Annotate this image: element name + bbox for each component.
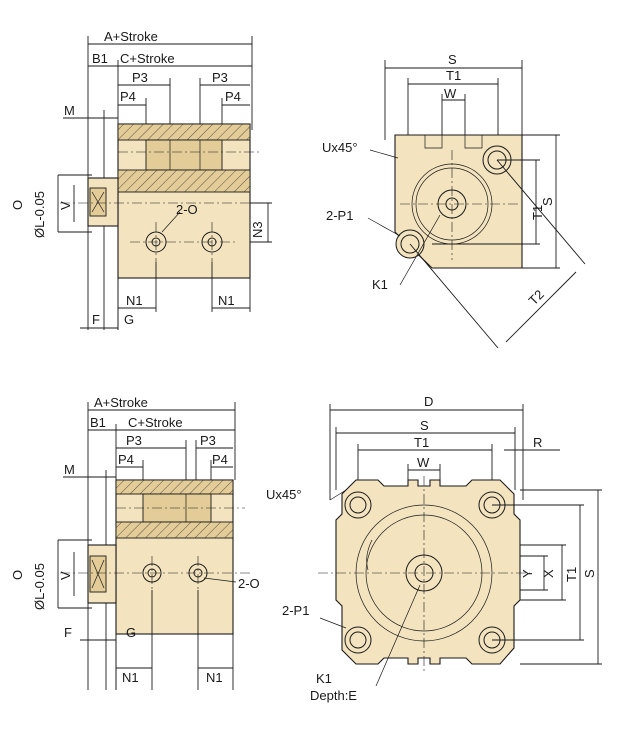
label-b1-bottom: B1 [90,415,106,430]
label-t1-vert-bottom: T1 [564,567,579,582]
label-x: X [541,569,556,578]
label-w-top: W [444,86,457,101]
label-n1-right-bottom: N1 [206,670,223,685]
label-c-stroke-bottom: C+Stroke [128,415,183,430]
label-g-top: G [124,312,134,327]
label-r: R [533,435,542,450]
label-s-bottom: S [420,418,429,433]
label-n1-left-bottom: N1 [122,670,139,685]
label-l-tol-top: ØL-0.05 [32,191,47,238]
label-s-vert-top: S [540,197,555,206]
label-depth-e: Depth:E [310,688,357,703]
label-p4-left-top: P4 [120,89,136,104]
label-t1-vert-top: T1 [530,205,545,220]
top-side-view [57,36,272,330]
label-c-stroke-top: C+Stroke [120,51,175,66]
label-2p1-bottom: 2-P1 [282,603,309,618]
label-l-tol-bottom: ØL-0.05 [32,563,47,610]
label-s-vert-bottom: S [582,569,597,578]
label-o-top: O [10,200,25,210]
label-d: D [424,394,433,409]
section-band [117,169,251,193]
label-ux45-top: Ux45° [322,140,358,155]
label-g-bottom: G [126,625,136,640]
label-w-bottom: W [417,455,430,470]
label-t1-bottom: T1 [414,435,429,450]
label-2o-top: 2-O [176,202,198,217]
bottom-end-view [318,404,602,687]
label-n1-right-top: N1 [218,293,235,308]
port-channel [145,139,223,171]
label-p4-right-top: P4 [225,89,241,104]
label-y: Y [520,569,535,578]
label-p4-right-bottom: P4 [212,452,228,467]
label-o-bottom: O [10,570,25,580]
top-end-view [367,60,586,349]
label-2o-bottom: 2-O [238,576,260,591]
label-k1-top: K1 [372,277,388,292]
label-v-bottom: V [58,571,73,580]
label-ux45-bottom: Ux45° [266,487,302,502]
label-f-top: F [92,312,100,327]
label-p3-right-bottom: P3 [200,433,216,448]
label-p3-right-top: P3 [212,70,228,85]
label-p4-left-bottom: P4 [118,452,134,467]
label-m-bottom: M [64,462,75,477]
label-s-top: S [448,52,457,67]
section-top [117,123,251,141]
label-m-top: M [64,103,75,118]
label-p3-left-top: P3 [132,70,148,85]
label-v-top: V [58,201,73,210]
label-b1-top: B1 [92,51,108,66]
label-n1-left-top: N1 [126,293,143,308]
label-t1-top: T1 [446,68,461,83]
label-2p1-top: 2-P1 [326,208,353,223]
label-f-bottom: F [64,625,72,640]
bottom-side-view [57,402,250,690]
label-p3-left-bottom: P3 [126,433,142,448]
label-n3-top: N3 [250,221,265,238]
label-a-stroke-top: A+Stroke [104,29,158,44]
label-k1-bottom: K1 [316,671,332,686]
label-a-stroke-bottom: A+Stroke [94,395,148,410]
